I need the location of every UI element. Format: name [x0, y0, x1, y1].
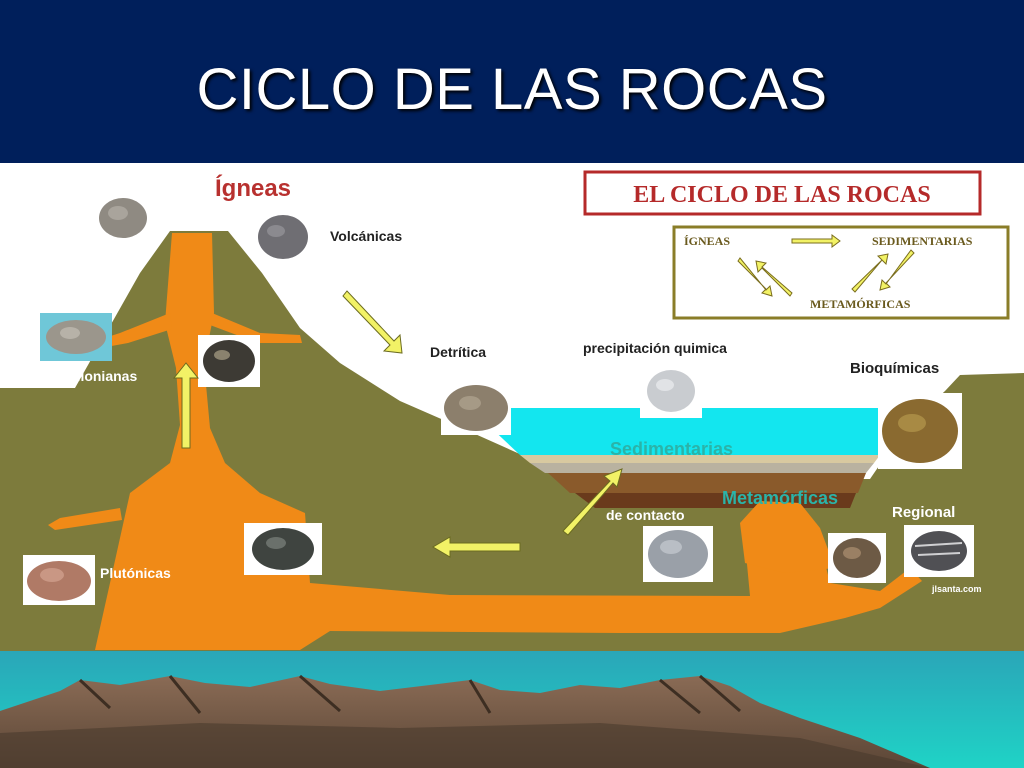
- sediment-layer-gray: [530, 463, 874, 473]
- label-volcanicas: Volcánicas: [330, 228, 402, 244]
- label-detritica: Detrítica: [430, 344, 486, 360]
- label-igneas: Ígneas: [215, 174, 291, 202]
- sediment-layer-brown: [548, 473, 866, 493]
- label-precipitacion: precipitación quimica: [583, 340, 727, 356]
- magma-dike-left: [95, 313, 172, 349]
- magma-chamber-right: [740, 501, 835, 573]
- water: [470, 408, 885, 455]
- credit-text: jlsanta.com: [931, 584, 982, 594]
- rock-sample-contact: [643, 526, 713, 582]
- magma-sill: [48, 508, 122, 530]
- arrow-up-right: [562, 468, 623, 536]
- rock-sample-plutonic: [23, 555, 95, 605]
- rock-sample-regional: [904, 525, 974, 577]
- inset-arrow-diag-1: [737, 257, 773, 297]
- rock-sample-metamorphic: [828, 533, 886, 583]
- inset-label-sedimentarias: SEDIMENTARIAS: [872, 234, 973, 248]
- slide-header: CICLO DE LAS ROCAS: [0, 0, 1024, 163]
- rock-sample-filonian: [40, 313, 112, 361]
- label-bioquimicas: Bioquímicas: [850, 360, 939, 377]
- rock-sample-dike: [198, 335, 260, 387]
- label-regional: Regional: [892, 504, 955, 521]
- label-plutonicas: Plutónicas: [100, 565, 171, 581]
- inset-title-box: [583, 170, 982, 216]
- inset-title: EL CICLO DE LAS ROCAS: [633, 182, 930, 208]
- mountain-ridge-lines: [78, 674, 741, 715]
- inset-label-metamorficas: METAMÓRFICAS: [810, 297, 911, 311]
- mountain-shadow: [0, 723, 930, 768]
- rock-sample-volcanic: [258, 215, 308, 259]
- magma-dike-right: [210, 313, 302, 343]
- label-sedimentarias: Sedimentarias: [610, 439, 733, 459]
- rock-sample-detritic: [441, 381, 511, 435]
- label-de-contacto: de contacto: [606, 507, 685, 523]
- rock-sample-biochemical: [878, 393, 962, 469]
- inset-arrow-diag-3: [851, 253, 889, 293]
- slide-title: CICLO DE LAS ROCAS: [196, 57, 828, 122]
- inset-label-igneas: ÍGNEAS: [684, 234, 730, 248]
- rock-sample-plutonic-2: [244, 523, 322, 575]
- rock-sample-top: [96, 193, 151, 245]
- rock-sample-chemical: [640, 366, 702, 418]
- label-filonianas: Filonianas: [68, 368, 137, 384]
- inset-cycle-box: [672, 225, 1010, 320]
- inset-arrow-diag-4: [879, 249, 915, 291]
- arrow-down-right: [342, 290, 403, 354]
- inset-arrow-right: [791, 234, 841, 248]
- arrow-left: [432, 536, 521, 558]
- rock-cycle-diagram: Ígneas Volcánicas Filonianas Plutónicas …: [0, 163, 1024, 768]
- sediment-layer-light: [520, 455, 880, 463]
- arrow-up: [172, 362, 200, 449]
- inset-arrow-diag-2: [755, 260, 793, 297]
- label-metamorficas: Metamórficas: [722, 488, 838, 508]
